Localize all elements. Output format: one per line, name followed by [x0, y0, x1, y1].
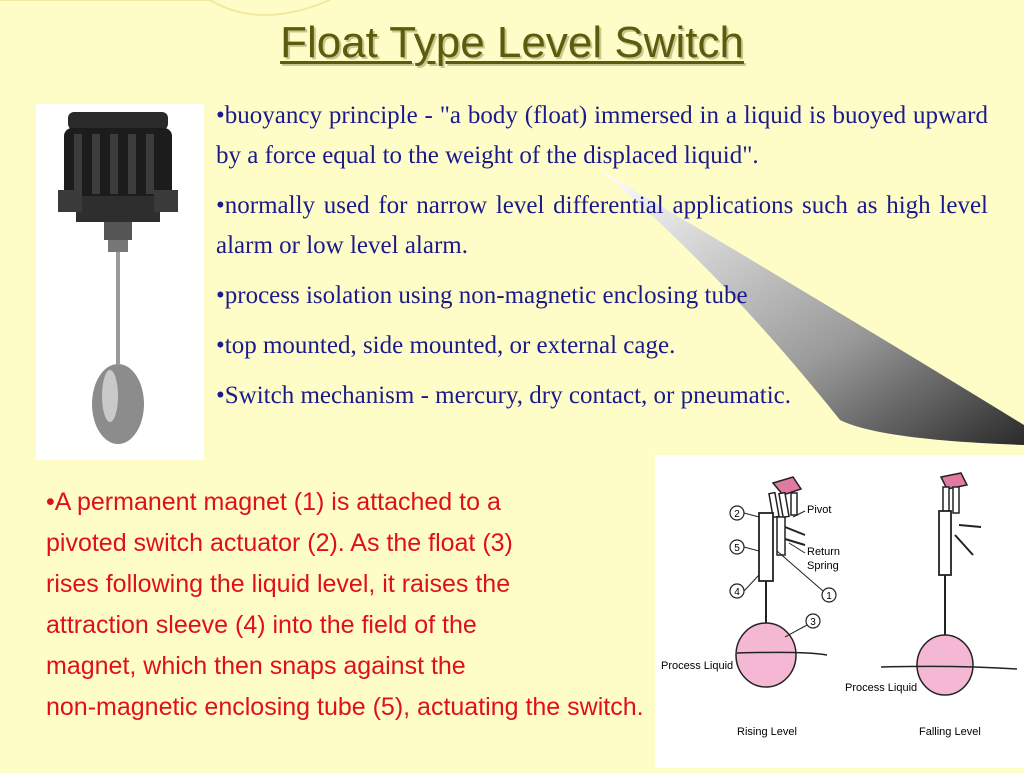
rising-level-diagram: 2 5 4 1 3 Pivot Return Spring Process Li…	[661, 476, 840, 738]
callout-4: 4	[734, 587, 740, 598]
bullet-item: •buoyancy principle - "a body (float) im…	[216, 102, 988, 169]
callout-1: 1	[826, 591, 832, 602]
pivot-label: Pivot	[807, 504, 831, 516]
bullet-item: •Switch mechanism - mercury, dry contact…	[216, 382, 792, 409]
operation-description: •A permanent magnet (1) is attached to a…	[46, 488, 644, 721]
callout-3: 3	[810, 617, 816, 628]
bullet-item: •top mounted, side mounted, or external …	[216, 332, 676, 359]
spring-label: Spring	[807, 560, 839, 572]
process-liquid-label-right: Process Liquid	[845, 682, 917, 694]
bullet-list: •buoyancy principle - "a body (float) im…	[216, 96, 988, 426]
slide-title: Float Type Level Switch	[280, 18, 744, 67]
return-label: Return	[807, 546, 840, 558]
float-switch-photo	[36, 104, 204, 460]
falling-level-diagram: Process Liquid Falling Level	[845, 472, 1018, 738]
process-liquid-label-left: Process Liquid	[661, 660, 733, 672]
bullet-item: •process isolation using non-magnetic en…	[216, 282, 748, 309]
rising-level-label: Rising Level	[737, 726, 797, 738]
callout-5: 5	[734, 543, 740, 554]
falling-level-label: Falling Level	[919, 726, 981, 738]
bullet-item: •normally used for narrow level differen…	[216, 192, 988, 259]
callout-2: 2	[734, 509, 740, 520]
mechanism-diagram: 2 5 4 1 3 Pivot Return Spring Process Li…	[655, 455, 1024, 768]
